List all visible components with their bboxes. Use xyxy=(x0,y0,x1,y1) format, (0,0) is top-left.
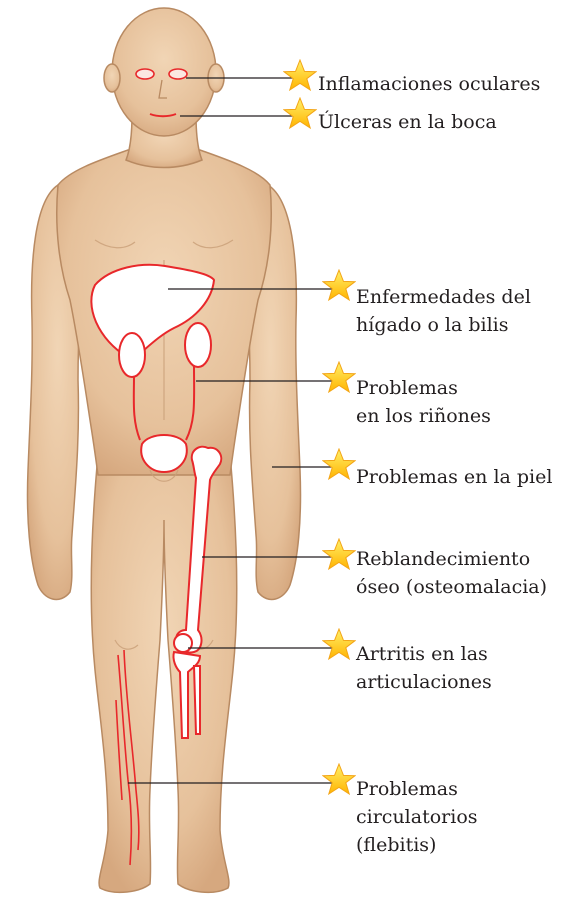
label-line: (flebitis) xyxy=(356,831,478,859)
label-veins: Problemas circulatorios (flebitis) xyxy=(356,775,478,859)
left-kidney xyxy=(185,323,211,367)
label-line: circulatorios xyxy=(356,803,478,831)
label-skin: Problemas en la piel xyxy=(356,463,552,491)
label-line: Problemas en la piel xyxy=(356,463,552,491)
star-icon xyxy=(322,269,356,303)
label-line: Inflamaciones oculares xyxy=(318,70,540,98)
label-line: Úlceras en la boca xyxy=(318,108,497,136)
label-mouth: Úlceras en la boca xyxy=(318,108,497,136)
left-eye xyxy=(169,69,187,79)
label-line: Enfermedades del xyxy=(356,283,531,311)
bladder xyxy=(141,435,187,472)
label-line: Artritis en las xyxy=(356,640,492,668)
right-kidney xyxy=(119,333,145,377)
star-icon xyxy=(322,361,356,395)
label-eyes: Inflamaciones oculares xyxy=(318,70,540,98)
star-icon xyxy=(322,763,356,797)
star-icon xyxy=(322,448,356,482)
label-line: hígado o la bilis xyxy=(356,311,531,339)
label-joints: Artritis en las articulaciones xyxy=(356,640,492,696)
star-icon xyxy=(322,628,356,662)
label-line: en los riñones xyxy=(356,402,491,430)
label-line: articulaciones xyxy=(356,668,492,696)
right-ear xyxy=(104,64,120,92)
right-eye xyxy=(136,69,154,79)
kneecap xyxy=(174,634,192,652)
label-line: óseo (osteomalacia) xyxy=(356,573,547,601)
label-kidneys: Problemas en los riñones xyxy=(356,374,491,430)
fibula xyxy=(194,666,200,734)
label-line: Problemas xyxy=(356,374,491,402)
star-icon xyxy=(283,97,317,131)
legs xyxy=(91,455,236,892)
star-icon xyxy=(322,538,356,572)
star-icon xyxy=(283,59,317,93)
label-bone: Reblandecimiento óseo (osteomalacia) xyxy=(356,545,547,601)
label-liver: Enfermedades del hígado o la bilis xyxy=(356,283,531,339)
label-line: Problemas xyxy=(356,775,478,803)
label-line: Reblandecimiento xyxy=(356,545,547,573)
